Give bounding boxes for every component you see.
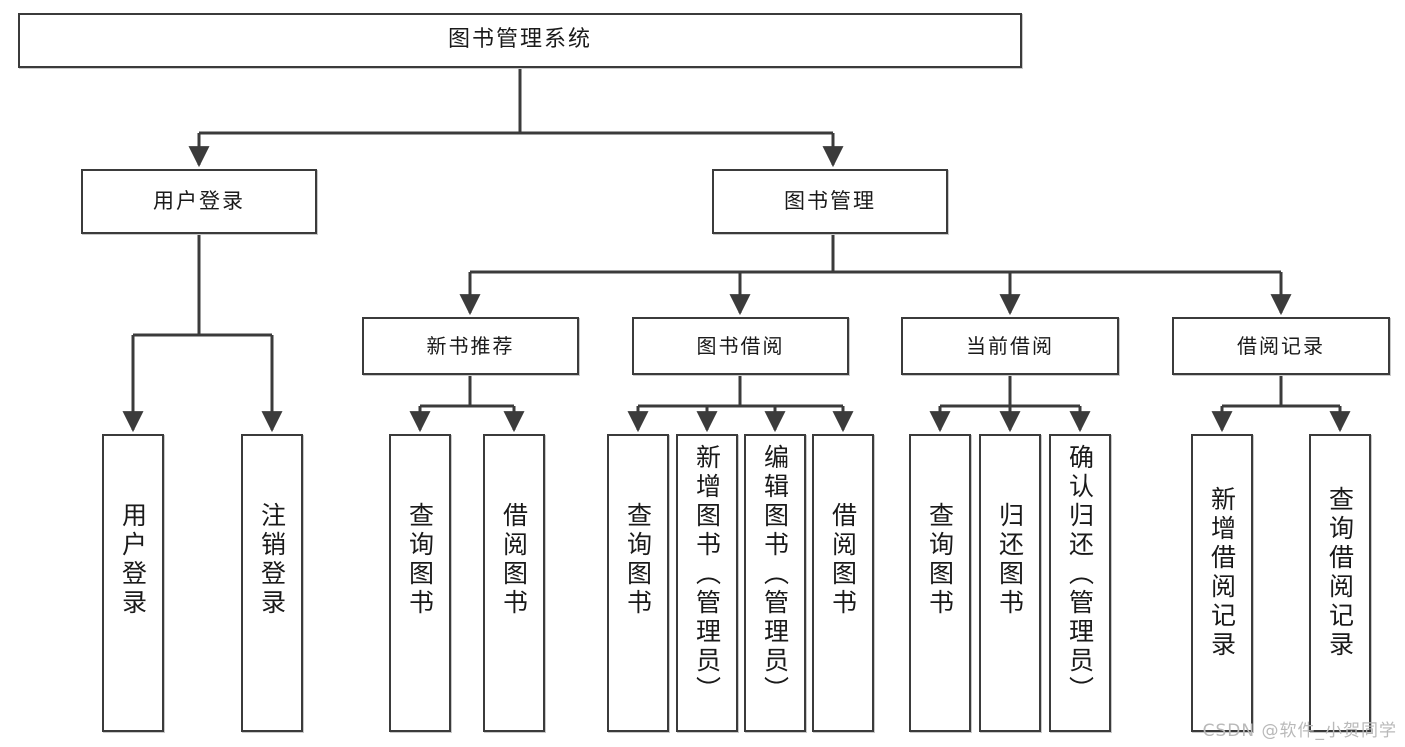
node-label: 归还图书: [995, 502, 1025, 618]
leaf-new-rec-borrow-book[interactable]: 借阅图书: [483, 434, 545, 732]
node-label: 用户登录: [118, 502, 148, 618]
node-label: 新增图书（管理员）: [692, 444, 722, 705]
node-label: 当前借阅: [966, 333, 1054, 358]
leaf-current-query-book[interactable]: 查询图书: [909, 434, 971, 732]
leaf-user-login-login[interactable]: 用户登录: [102, 434, 164, 732]
node-label: 新书推荐: [426, 333, 515, 358]
node-label: 确认归还（管理员）: [1065, 444, 1095, 705]
leaf-history-query-record[interactable]: 查询借阅记录: [1309, 434, 1371, 732]
node-label: 查询借阅记录: [1325, 486, 1355, 660]
leaf-history-add-record[interactable]: 新增借阅记录: [1191, 434, 1253, 732]
node-label: 查询图书: [405, 502, 435, 618]
node-label: 图书管理: [784, 188, 876, 213]
node-label: 查询图书: [925, 502, 955, 618]
node-label: 查询图书: [623, 502, 653, 618]
leaf-borrow-query-book[interactable]: 查询图书: [607, 434, 669, 732]
leaf-borrow-borrow-book[interactable]: 借阅图书: [812, 434, 874, 732]
node-borrowing-records[interactable]: 借阅记录: [1172, 317, 1390, 375]
node-label: 借阅图书: [828, 502, 858, 618]
node-book-borrowing[interactable]: 图书借阅: [632, 317, 849, 375]
node-user-login[interactable]: 用户登录: [81, 169, 317, 234]
leaf-current-return-book[interactable]: 归还图书: [979, 434, 1041, 732]
leaf-user-login-logout[interactable]: 注销登录: [241, 434, 303, 732]
node-book-management[interactable]: 图书管理: [712, 169, 948, 234]
node-label: 借阅记录: [1237, 333, 1325, 358]
node-label: 图书借阅: [696, 333, 785, 358]
node-current-borrowings[interactable]: 当前借阅: [901, 317, 1119, 375]
node-label: 图书管理系统: [447, 27, 592, 53]
node-new-book-recommendation[interactable]: 新书推荐: [362, 317, 579, 375]
leaf-new-rec-query-book[interactable]: 查询图书: [389, 434, 451, 732]
leaf-borrow-add-book-admin[interactable]: 新增图书（管理员）: [676, 434, 738, 732]
watermark-text: CSDN @软件_小贺同学: [1202, 721, 1397, 741]
node-label: 注销登录: [257, 502, 287, 618]
node-label: 用户登录: [153, 188, 245, 213]
node-label: 借阅图书: [499, 502, 529, 618]
leaf-current-confirm-return-admin[interactable]: 确认归还（管理员）: [1049, 434, 1111, 732]
node-label: 新增借阅记录: [1207, 486, 1237, 660]
leaf-borrow-edit-book-admin[interactable]: 编辑图书（管理员）: [744, 434, 806, 732]
node-label: 编辑图书（管理员）: [760, 444, 790, 705]
node-root-system[interactable]: 图书管理系统: [18, 13, 1022, 68]
